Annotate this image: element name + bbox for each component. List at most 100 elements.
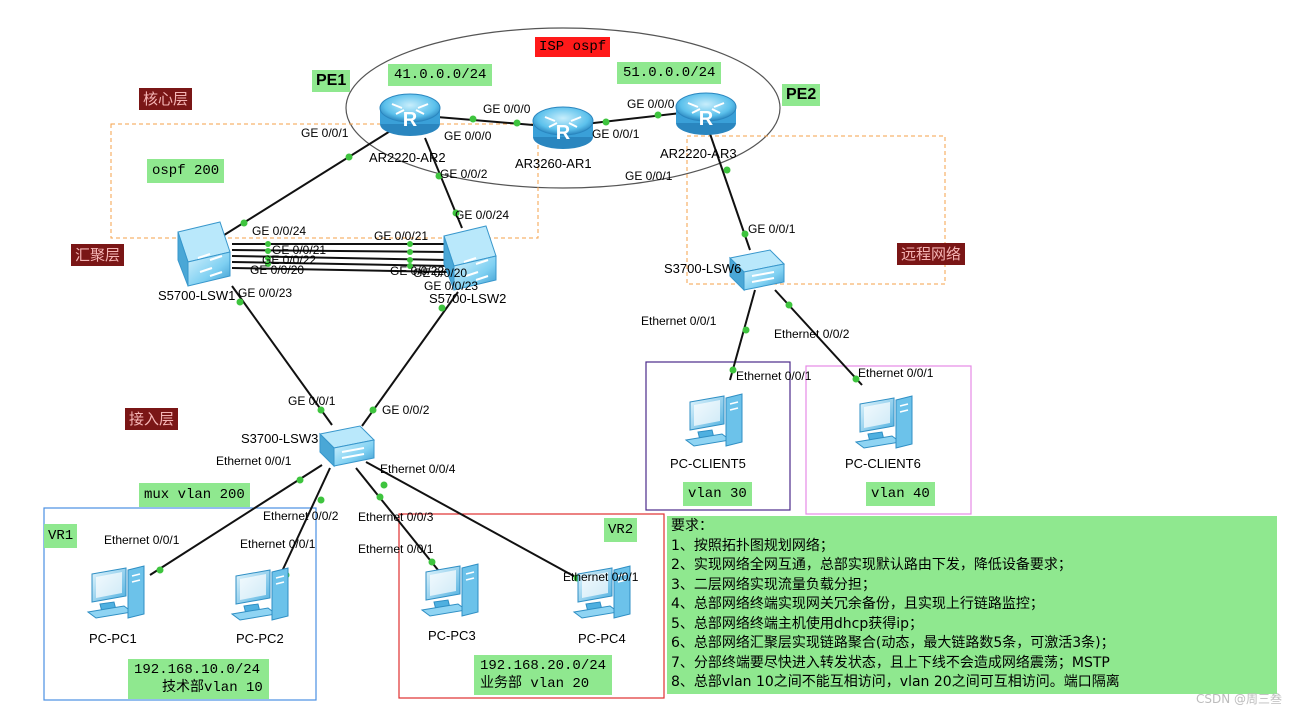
router-icon-ar1[interactable] [532,106,594,150]
port-label: GE 0/0/20 [413,266,467,280]
device-label-ar3: AR2220-AR3 [660,146,737,161]
device-label-lsw2: S5700-LSW2 [429,291,506,306]
device-label-lsw6: S3700-LSW6 [664,261,741,276]
port-label: GE 0/0/24 [455,208,509,222]
biz-dept-subnet: 192.168.20.0/24 [480,658,607,674]
requirement-item: 6、总部网络汇聚层实现链路聚合(动态，最大链路数5条，可激活3条)； [671,635,1115,651]
port-label: GE 0/0/23 [424,279,478,293]
link-dots [156,111,860,582]
remote-network-label: 远程网络 [897,243,966,265]
port-label: GE 0/0/1 [301,126,349,140]
port-label: GE 0/0/0 [444,129,492,143]
link-lsw3-pc1 [149,464,323,576]
vlan30-label: vlan 30 [683,482,752,506]
port-label: GE 0/0/23 [238,286,292,300]
router-icon-ar3[interactable] [675,92,737,136]
network-51-label: 51.0.0.0/24 [617,62,722,84]
port-label: GE 0/0/22 [262,253,316,267]
link-lsw3-pc4 [365,461,591,586]
device-label-ar1: AR3260-AR1 [515,156,592,171]
port-label: GE 0/0/24 [252,224,306,238]
isp-cloud [345,27,781,189]
port-label: Ethernet 0/0/1 [641,314,717,328]
access-layer-label: 接入层 [125,408,179,430]
port-label: Ethernet 0/0/2 [263,509,339,523]
vr2-box [398,513,665,699]
router-icon-ar2[interactable] [379,93,441,137]
port-label: GE 0/0/2 [382,403,430,417]
port-label: GE 0/0/21 [272,243,326,257]
port-label: Ethernet 0/0/1 [216,454,292,468]
tech-dept-name: 技术部vlan 10 [162,680,263,696]
requirement-item: 8、总部vlan 10之间不能互相访问，vlan 20之间可互相访问。端口隔离 [671,674,1120,690]
link-lsw1-lsw3 [231,285,333,426]
port-label: Ethernet 0/0/1 [563,570,639,584]
pc-icon-pc2[interactable] [231,567,289,621]
link-ar2-ar1 [424,115,546,127]
pc-icon-client6[interactable] [855,395,913,449]
device-label-ar2: AR2220-AR2 [369,150,446,165]
port-label: GE 0/0/0 [483,102,531,116]
device-label-pc1: PC-PC1 [89,631,137,646]
aggregation-layer-label: 汇聚层 [71,244,125,266]
device-label-pc3: PC-PC3 [428,628,476,643]
tech-dept-network-label: 192.168.10.0/24 技术部vlan 10 [128,659,269,699]
pc-icon-pc1[interactable] [87,565,145,619]
device-label-pc4: PC-PC4 [578,631,626,646]
port-label: GE 0/0/1 [625,169,673,183]
requirements-panel: 要求： 1、按照拓扑图规划网络； 2、实现网络全网互通，总部实现默认路由下发，降… [667,516,1277,694]
device-label-lsw3: S3700-LSW3 [241,431,318,446]
link-ar1-ar3 [584,111,691,125]
vr1-box [43,507,317,701]
pc-icon-client5[interactable] [685,393,743,447]
device-label-pc2: PC-PC2 [236,631,284,646]
isp-ospf-label: ISP ospf [535,37,611,57]
port-label: GE 0/0/20 [250,263,304,277]
requirement-item: 5、总部网络终端主机使用dhcp获得ip； [671,615,924,632]
pe2-label: PE2 [782,84,821,106]
vr2-label: VR2 [604,518,638,542]
port-label: Ethernet 0/0/4 [380,462,456,476]
link-lsw2-lsw3 [361,291,459,427]
port-label: GE 0/0/21 [374,229,428,243]
pe1-label: PE1 [312,70,351,92]
port-labels: GE 0/0/1 GE 0/0/0 GE 0/0/0 GE 0/0/1 GE 0… [104,97,934,584]
core-layer-label: 核心层 [139,88,193,110]
requirements-title: 要求： [671,518,713,534]
biz-dept-name: 业务部 vlan 20 [480,676,590,692]
port-label: GE 0/0/0 [627,97,675,111]
links [149,111,863,586]
port-label: Ethernet 0/0/1 [358,542,434,556]
mux-vlan-label: mux vlan 200 [139,483,250,507]
device-label-client6: PC-CLIENT6 [845,456,921,471]
requirement-item: 7、分部终端要尽快进入转发状态，且上下线不会造成网络震荡；MSTP [671,654,1110,671]
requirement-item: 3、二层网络实现流量负载分担； [671,576,876,593]
port-label: GE 0/0/2 [440,167,488,181]
requirement-item: 1、按照拓扑图规划网络； [671,537,834,554]
port-label: Ethernet 0/0/3 [358,510,434,524]
port-label: GE 0/0/1 [288,394,336,408]
requirement-item: 4、总部网络终端实现网关冗余备份，且实现上行链路监控； [671,596,1044,612]
device-label-lsw1: S5700-LSW1 [158,288,235,303]
link-lsw3-pc3 [355,467,439,571]
biz-dept-network-label: 192.168.20.0/24 业务部 vlan 20 [474,655,613,695]
device-label-client5: PC-CLIENT5 [670,456,746,471]
remote-region-box [686,135,946,285]
csdn-watermark: CSDN @周三叁 [1196,692,1283,706]
tech-dept-subnet: 192.168.10.0/24 [134,662,261,678]
vr1-label: VR1 [44,524,78,548]
requirement-item: 2、实现网络全网互通，总部实现默认路由下发，降低设备要求； [671,557,1072,573]
pc-icon-pc3[interactable] [421,563,479,617]
port-label: GE 0/0/1 [748,222,796,236]
link-agg-5 [231,267,449,273]
vlan40-box [805,365,972,515]
switch-icon-lsw3[interactable] [319,425,375,467]
vlan40-label: vlan 40 [866,482,935,506]
link-ar3-lsw6 [707,127,751,251]
port-label: GE 0/0/1 [592,127,640,141]
vlan30-box [645,361,791,511]
switch-icon-lsw1[interactable] [177,221,231,287]
port-label: Ethernet 0/0/1 [240,537,316,551]
port-label: Ethernet 0/0/2 [774,327,850,341]
